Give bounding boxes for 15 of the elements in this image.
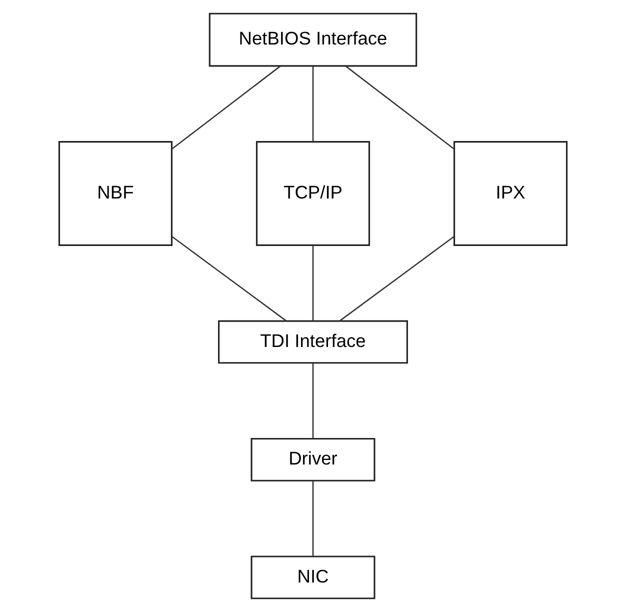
connector [170,66,280,150]
node-box: Driver [250,438,375,482]
node-box: IPX [452,141,568,246]
connector [312,363,314,439]
node-box: NetBIOS Interface [208,12,417,67]
connector [339,236,454,322]
connector [312,66,314,142]
connector [312,245,314,321]
node-box: NIC [250,556,375,600]
connector [171,236,286,322]
node-box: TCP/IP [255,141,370,246]
node-box: NBF [58,141,172,246]
connector [344,66,454,150]
connector [312,481,314,556]
node-box: TDI Interface [218,320,408,364]
